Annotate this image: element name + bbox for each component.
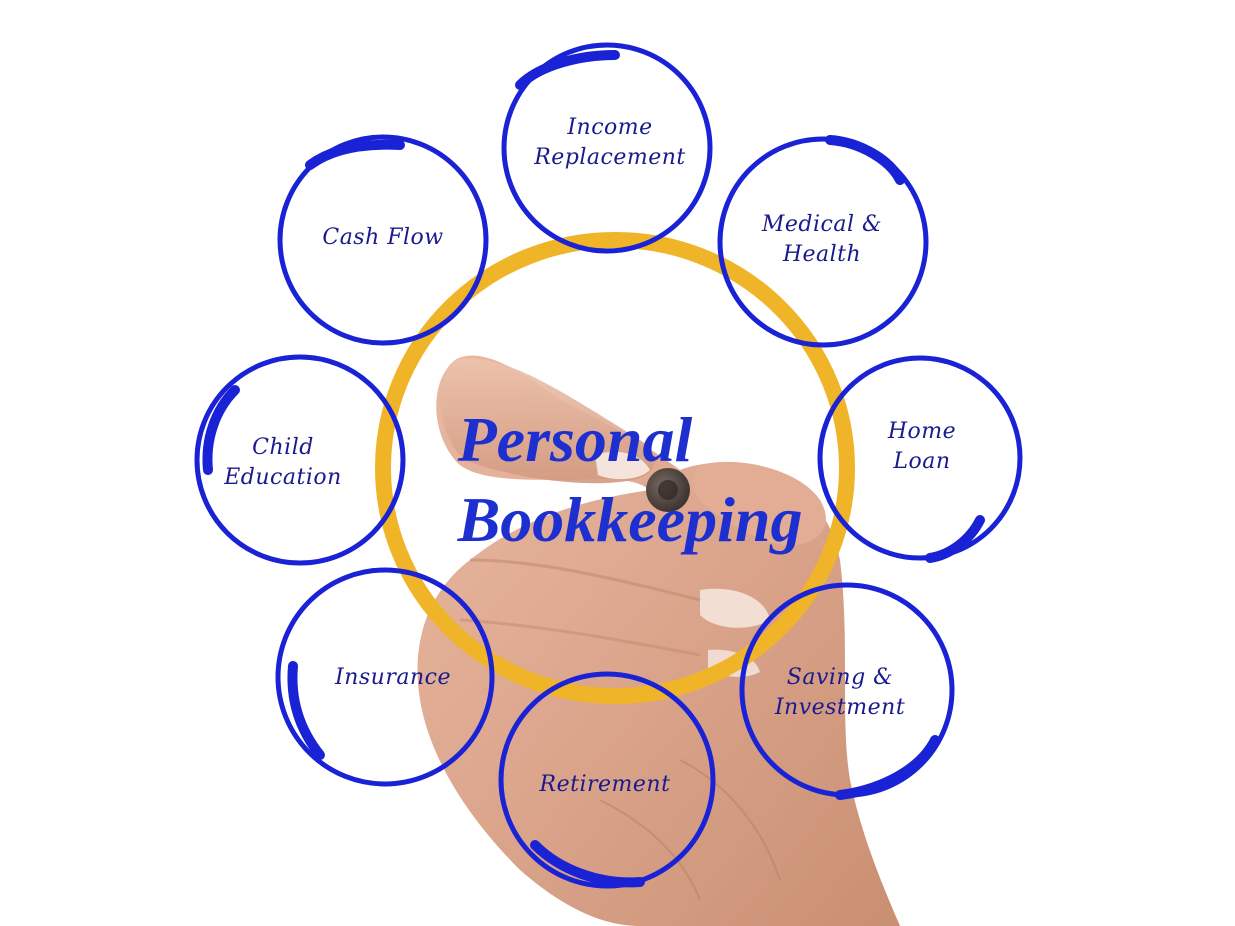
- center-title-line-2: Bookkeeping: [457, 484, 803, 555]
- node-ring-medical-health: [717, 136, 929, 348]
- node-medical-health: Medical & Health: [761, 212, 883, 267]
- center-title: Personal Bookkeeping: [458, 400, 803, 560]
- node-home-loan: Home Loan: [887, 419, 957, 474]
- thumb: [692, 461, 826, 545]
- center-title-line-1: Personal: [457, 404, 693, 475]
- node-ring-income-replacement: [501, 42, 713, 254]
- node-retirement: Retirement: [539, 772, 671, 797]
- node-ring-cash-flow: [277, 134, 489, 346]
- node-ring-insurance: [275, 567, 495, 787]
- node-insurance: Insurance: [335, 665, 451, 690]
- node-ring-child-education: [194, 354, 406, 566]
- node-child-education: Child Education: [224, 435, 342, 490]
- node-income-replacement: Income Replacement: [534, 115, 686, 170]
- node-ring-home-loan: [817, 355, 1023, 561]
- fingernail: [700, 588, 770, 628]
- fingernail: [595, 451, 650, 480]
- center-ring: [375, 232, 855, 704]
- index-finger: [440, 358, 655, 484]
- node-saving-investment: Saving & Investment: [774, 665, 906, 720]
- node-cash-flow: Cash Flow: [322, 225, 444, 250]
- node-ring-retirement: [498, 671, 716, 889]
